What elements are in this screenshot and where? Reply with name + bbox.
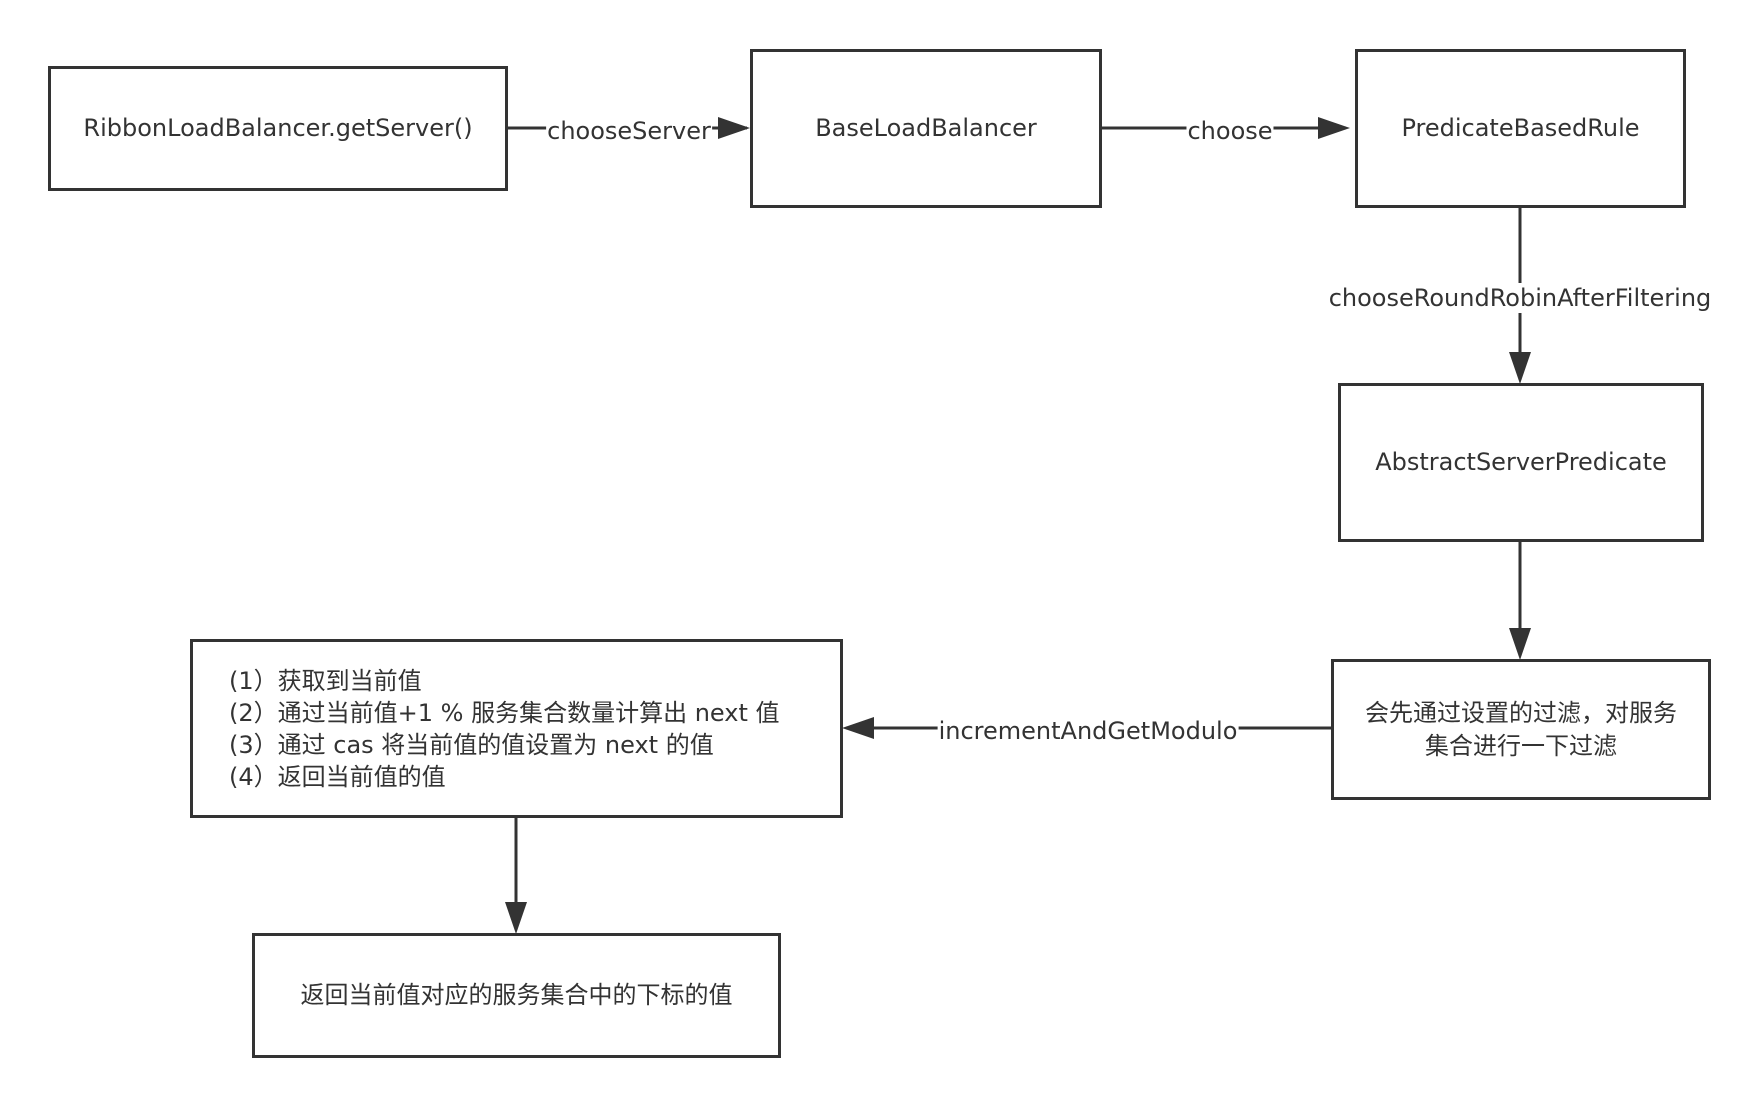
- arrowhead-choose-server: [718, 117, 750, 139]
- step-item: (2）通过当前值+1 % 服务集合数量计算出 next 值: [229, 698, 780, 727]
- node-ribbon-load-balancer: RibbonLoadBalancer.getServer(): [48, 66, 508, 191]
- step-item: (4）返回当前值的值: [229, 762, 446, 791]
- arrowhead-abstract-to-filter: [1509, 628, 1531, 660]
- edge-label-choose-server: chooseServer: [546, 116, 712, 146]
- node-predicate-based-rule: PredicateBasedRule: [1355, 49, 1686, 208]
- node-filter-description-label: 会先通过设置的过滤，对服务集合进行一下过滤: [1365, 699, 1677, 760]
- arrowhead-choose: [1318, 117, 1350, 139]
- node-filter-description: 会先通过设置的过滤，对服务集合进行一下过滤: [1331, 659, 1711, 800]
- arrowhead-increment-and-get-modulo: [842, 717, 874, 739]
- node-predicate-based-rule-label: PredicateBasedRule: [1401, 114, 1640, 143]
- steps-list: (1）获取到当前值 (2）通过当前值+1 % 服务集合数量计算出 next 值 …: [229, 665, 780, 793]
- node-abstract-server-predicate: AbstractServerPredicate: [1338, 383, 1704, 542]
- node-result: 返回当前值对应的服务集合中的下标的值: [252, 933, 781, 1058]
- step-item: (3）通过 cas 将当前值的值设置为 next 的值: [229, 730, 714, 759]
- edge-label-choose-round-robin: chooseRoundRobinAfterFiltering: [1327, 283, 1713, 313]
- node-result-label: 返回当前值对应的服务集合中的下标的值: [300, 981, 733, 1010]
- edge-label-increment-and-get-modulo: incrementAndGetModulo: [937, 716, 1239, 746]
- node-base-load-balancer: BaseLoadBalancer: [750, 49, 1102, 208]
- arrowhead-steps-to-result: [505, 902, 527, 934]
- node-ribbon-load-balancer-label: RibbonLoadBalancer.getServer(): [83, 114, 473, 143]
- node-base-load-balancer-label: BaseLoadBalancer: [815, 114, 1037, 143]
- arrowhead-choose-round-robin: [1509, 352, 1531, 384]
- step-item: (1）获取到当前值: [229, 666, 422, 695]
- edge-label-choose: choose: [1186, 116, 1274, 146]
- node-steps: (1）获取到当前值 (2）通过当前值+1 % 服务集合数量计算出 next 值 …: [190, 639, 843, 818]
- node-abstract-server-predicate-label: AbstractServerPredicate: [1375, 448, 1667, 477]
